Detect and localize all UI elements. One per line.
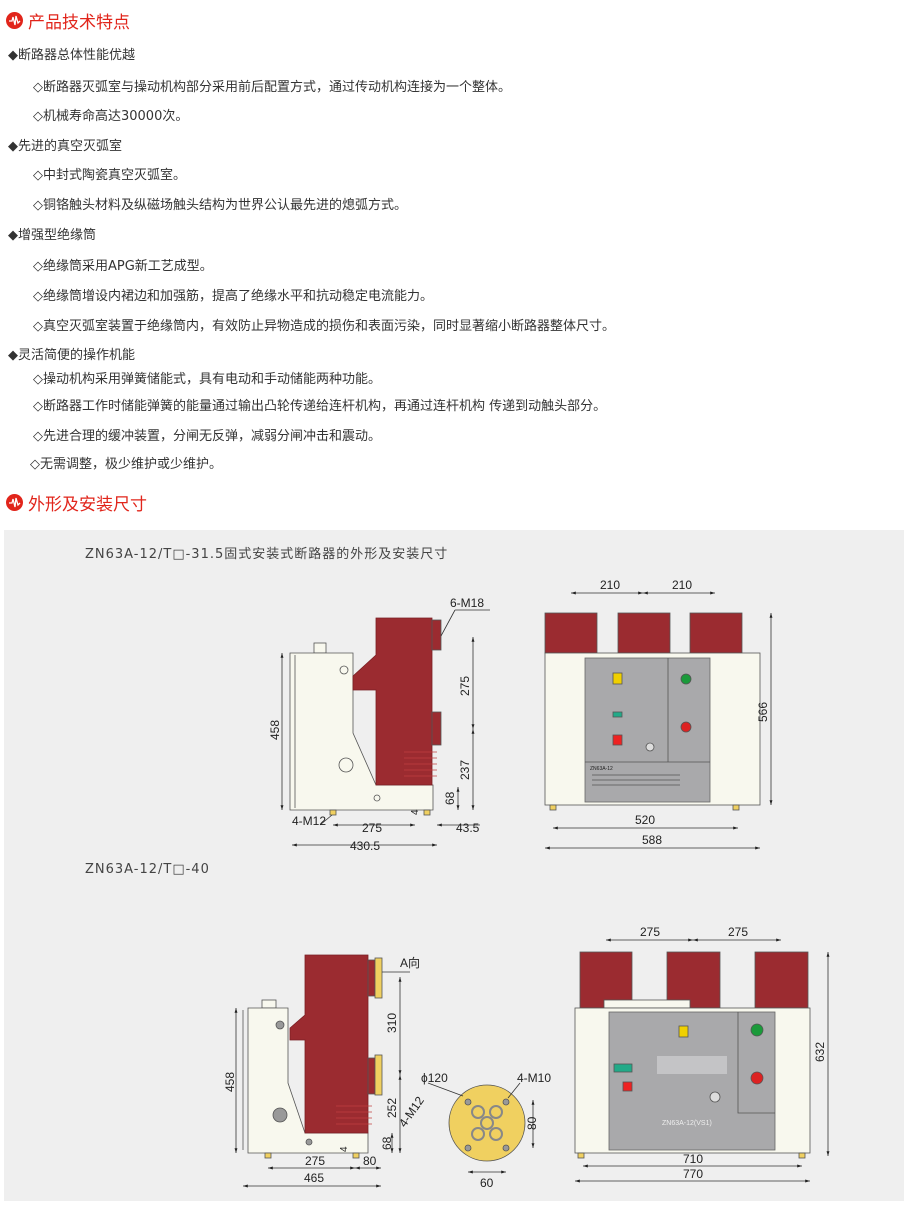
- feature-item: ◇绝缘筒增设内裙边和加强筋，提高了绝缘水平和抗动稳定电流能力。: [33, 289, 433, 304]
- label-4-m12: 4-M12: [292, 814, 326, 828]
- label-phi-120: ϕ120: [421, 1071, 448, 1085]
- drawing1-front-view: [544, 612, 761, 811]
- label-a-direction: A向: [400, 955, 420, 970]
- drawing2-caption: ZN63A-12/T□-40: [85, 862, 210, 877]
- dim-80: 80: [363, 1154, 377, 1168]
- dim-588: 588: [642, 833, 662, 847]
- feature-heading: ◆断路器总体性能优越: [8, 48, 135, 63]
- feature-item: ◇铜铬触头材料及纵磁场触头结构为世界公认最先进的熄弧方式。: [33, 198, 407, 213]
- panel-model-label: ZN63A-12(VS1): [662, 1120, 712, 1127]
- dim-68: 68: [380, 1136, 394, 1150]
- feature-item: ◇先进合理的缓冲装置，分闸无反弹，减弱分闸冲击和震动。: [33, 429, 381, 444]
- dim-43-5: 43.5: [456, 821, 480, 835]
- dim-275: 275: [362, 821, 382, 835]
- dim-770: 770: [683, 1167, 703, 1181]
- waveform-icon: [6, 12, 23, 29]
- section-title-text: 产品技术特点: [28, 13, 130, 33]
- drawing2-front-dimensions: [575, 938, 830, 1183]
- feature-item: ◇真空灭弧室装置于绝缘筒内，有效防止异物造成的损伤和表面污染，同时显著缩小断路器…: [33, 319, 615, 334]
- dim-flange-80: 80: [525, 1116, 539, 1130]
- drawing1-caption: ZN63A-12/T□-31.5固式安装式断路器的外形及安装尺寸: [85, 547, 449, 562]
- feature-item: ◇操动机构采用弹簧储能式，具有电动和手动储能两种功能。: [33, 372, 381, 387]
- drawing2-flange: [427, 1082, 535, 1174]
- dim-275: 275: [305, 1154, 325, 1168]
- feature-item: ◇断路器工作时储能弹簧的能量通过输出凸轮传递给连杆机构，再通过连杆机构 传递到动…: [33, 399, 607, 414]
- dim-flange-60: 60: [480, 1176, 494, 1190]
- dim-465: 465: [304, 1171, 324, 1185]
- dim-710: 710: [683, 1152, 703, 1166]
- drawing1-front-dimensions: [545, 591, 773, 850]
- dim-68: 68: [443, 791, 457, 805]
- dim-458: 458: [223, 1072, 237, 1092]
- dim-310: 310: [385, 1013, 399, 1033]
- dim-210-b: 210: [672, 578, 692, 592]
- feature-heading: ◆灵活简便的操作机能: [8, 348, 135, 363]
- dim-275-b: 275: [728, 925, 748, 939]
- dim-458: 458: [268, 720, 282, 740]
- feature-item: ◇断路器灭弧室与操动机构部分采用前后配置方式，通过传动机构连接为一个整体。: [33, 80, 511, 95]
- dim-275-a: 275: [640, 925, 660, 939]
- feature-heading: ◆增强型绝缘筒: [8, 228, 96, 243]
- label-4-m10: 4-M10: [517, 1071, 551, 1085]
- dim-275-vertical: 275: [458, 676, 472, 696]
- panel-model-label: ZN63A-12: [590, 766, 613, 772]
- drawing2-side-dimensions: [234, 971, 410, 1188]
- dim-566: 566: [756, 702, 770, 722]
- feature-heading: ◆先进的真空灭弧室: [8, 139, 122, 154]
- dim-237: 237: [458, 760, 472, 780]
- dim-430-5: 430.5: [350, 839, 380, 853]
- feature-item: ◇无需调整，极少维护或少维护。: [30, 457, 222, 472]
- dim-4: 4: [339, 1146, 350, 1152]
- feature-item: ◇机械寿命高达30000次。: [33, 109, 189, 124]
- dim-4: 4: [410, 809, 421, 815]
- label-4-m12: 4-M12: [396, 1094, 427, 1130]
- dim-520: 520: [635, 813, 655, 827]
- waveform-icon: [6, 494, 23, 511]
- dim-632: 632: [813, 1042, 827, 1062]
- dim-210-a: 210: [600, 578, 620, 592]
- drawing2-side-view: [242, 954, 383, 1159]
- drawing2-front-view: [574, 951, 811, 1159]
- dim-252: 252: [385, 1098, 399, 1118]
- section-title-dimensions: 外形及安装尺寸: [6, 490, 147, 515]
- label-6-m18: 6-M18: [450, 596, 484, 610]
- feature-item: ◇中封式陶瓷真空灭弧室。: [33, 168, 186, 183]
- feature-item: ◇绝缘筒采用APG新工艺成型。: [33, 259, 213, 274]
- drawing1-side-dimensions: [280, 609, 490, 847]
- drawing1-side-view: [289, 617, 442, 816]
- section-title-text: 外形及安装尺寸: [28, 495, 147, 515]
- section-title-features: 产品技术特点: [6, 8, 130, 33]
